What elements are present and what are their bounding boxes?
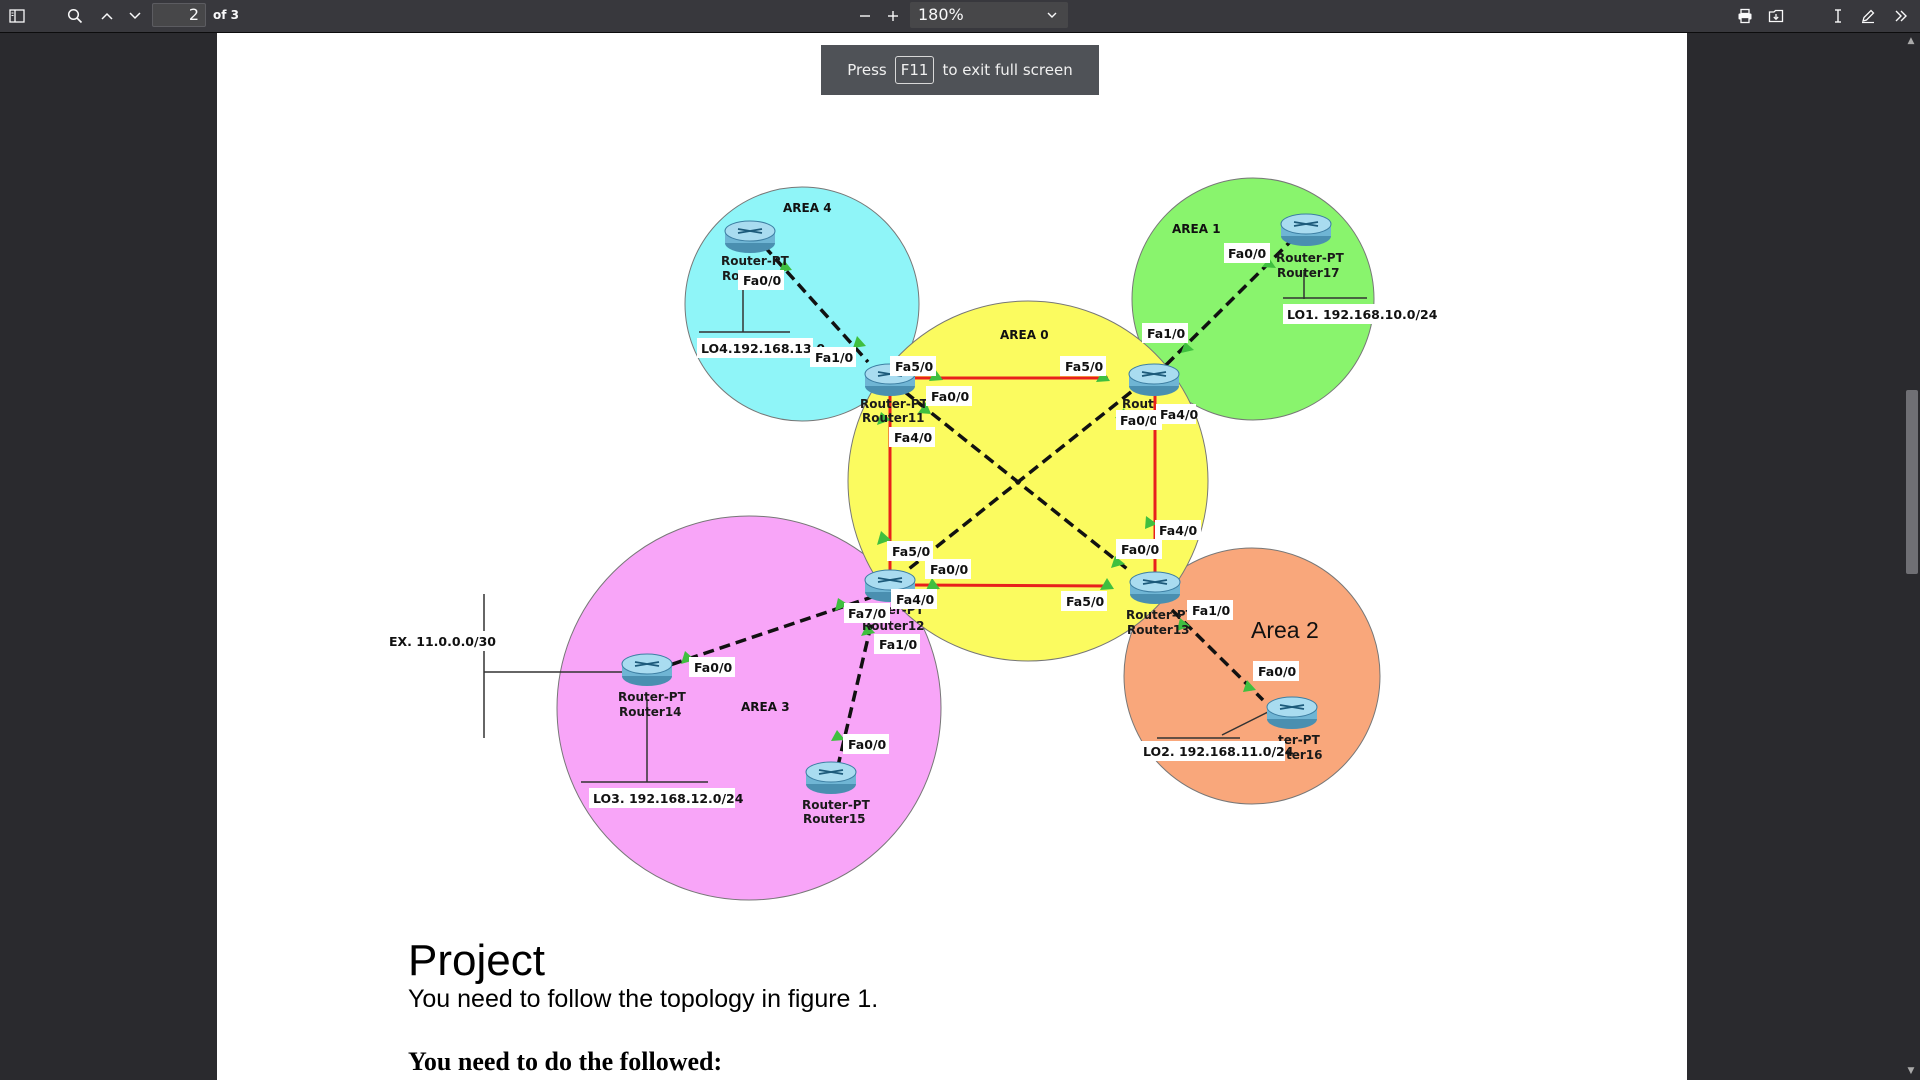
chevron-down-icon [1046,2,1058,36]
sidebar-toggle-icon[interactable] [6,4,28,28]
interface-label: Fa4/0 [1160,407,1199,422]
area2-label: Area 2 [1251,617,1319,643]
interface-label: Fa5/0 [1066,594,1105,609]
interface-label: Fa0/0 [1258,664,1297,679]
text-tool-icon[interactable] [1827,4,1849,28]
download-icon[interactable] [1765,4,1787,28]
router-name: Router-PT [618,690,687,704]
router-name: Router-PT [802,798,871,812]
page-title: Project [408,936,545,985]
zoom-in-icon[interactable] [882,4,904,28]
interface-label: Fa7/0 [848,606,887,621]
interface-label: Fa4/0 [894,430,933,445]
interface-label: Fa0/0 [1121,542,1160,557]
interface-label: Fa0/0 [1120,413,1159,428]
bold-heading: You need to do the followed: [408,1047,723,1076]
body-text: You need to follow the topology in figur… [408,985,879,1013]
area3-label: AREA 3 [741,700,790,714]
router-name: Router15 [803,812,866,826]
router-name: Router14 [619,705,682,719]
interface-label: Fa5/0 [895,359,934,374]
interface-label: Fa5/0 [892,544,931,559]
router-icon-router13[interactable] [1129,571,1181,604]
router-icon-router16[interactable] [1266,696,1318,729]
interface-label: Fa1/0 [815,350,854,365]
network-label: LO3. 192.168.12.0/24 [593,791,744,806]
interface-label: Fa5/0 [1065,359,1104,374]
network-label: EX. 11.0.0.0/30 [389,634,496,649]
router-icon-area4[interactable] [724,220,776,253]
page-number-input[interactable]: 2 [152,3,206,27]
more-tools-icon[interactable] [1890,4,1912,28]
page-count: of 3 [213,8,239,22]
router-icon-router17[interactable] [1280,213,1332,246]
pdf-toolbar: 2 of 3 180% [0,0,1920,33]
router-name: Router11 [862,411,925,425]
router-name: Router-PT [1126,608,1195,622]
print-icon[interactable] [1734,4,1756,28]
router-name: Router17 [1277,266,1340,280]
interface-label: Fa0/0 [930,562,969,577]
network-label: LO2. 192.168.11.0/24 [1143,744,1294,759]
previous-page-icon[interactable] [96,4,118,28]
router-name: Router-PT [721,254,790,268]
interface-label: Fa0/0 [694,660,733,675]
router-name: Router13 [1127,623,1190,637]
router-name: Ro [722,269,739,283]
interface-label: Fa0/0 [848,737,887,752]
area0-label: AREA 0 [1000,328,1049,342]
router-name: Router-PT [1276,251,1345,265]
zoom-value: 180% [918,5,964,24]
router-name: ter-PT [1278,733,1321,747]
scrollbar-thumb[interactable] [1906,390,1918,574]
notice-key: F11 [894,56,935,84]
zoom-select[interactable]: 180% [910,2,1068,28]
area4-label: AREA 4 [783,201,832,215]
interface-label: Fa1/0 [1147,326,1186,341]
interface-label: Fa1/0 [879,637,918,652]
router-name: Rout [1122,397,1154,411]
interface-label: Fa0/0 [743,273,782,288]
interface-label: Fa0/0 [931,389,970,404]
scroll-down-icon[interactable]: ▼ [1907,1066,1915,1076]
router-icon-router10[interactable] [1128,363,1180,396]
network-label: LO4.192.168.13.0 [701,341,825,356]
interface-label: Fa4/0 [896,592,935,607]
router-icon-router15[interactable] [805,761,857,794]
interface-label: Fa4/0 [1159,523,1198,538]
router-name: ter16 [1286,748,1323,762]
notice-rest-text: to exit full screen [942,61,1073,79]
search-icon[interactable] [64,4,86,28]
zoom-out-icon[interactable] [854,4,876,28]
router-name: Router-PT [860,397,929,411]
area1-label: AREA 1 [1172,222,1221,236]
router-icon-router14[interactable] [621,653,673,686]
next-page-icon[interactable] [124,4,146,28]
draw-icon[interactable] [1857,4,1879,28]
notice-press-text: Press [847,61,887,79]
interface-label: Fa1/0 [1192,603,1231,618]
interface-label: Fa0/0 [1228,246,1267,261]
scroll-up-icon[interactable]: ▲ [1907,36,1915,46]
network-label: LO1. 192.168.10.0/24 [1287,307,1438,322]
fullscreen-notice: Press F11 to exit full screen [821,45,1099,95]
